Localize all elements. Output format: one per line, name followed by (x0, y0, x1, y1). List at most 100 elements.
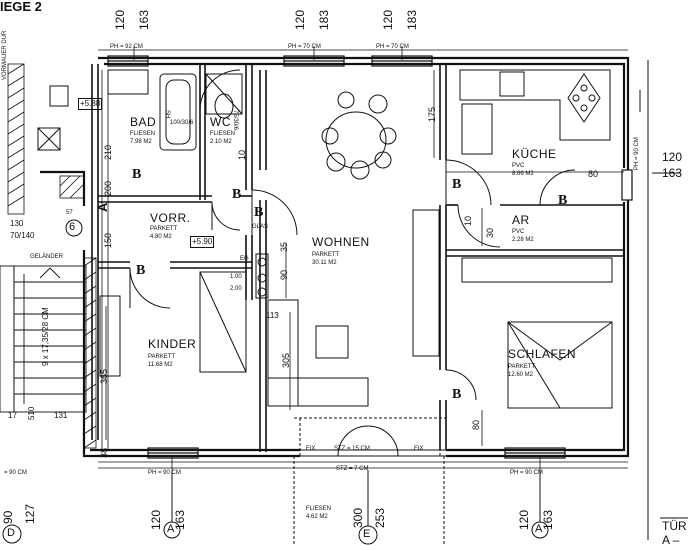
room-area: 7.98 M2 (130, 139, 152, 145)
sheet-edge (639, 60, 688, 540)
dim-top-120b: 120 (293, 9, 307, 30)
dim-bottom-163a: 163 (173, 509, 187, 530)
window-height-label: = 90 CM (4, 470, 27, 476)
room-floor: PVC (512, 229, 525, 235)
fix-label: FIX (306, 446, 316, 452)
door-symbol: B (558, 193, 568, 208)
dim-top-120c: 120 (381, 9, 395, 30)
dim-bottom-300: 300 (351, 507, 365, 528)
opening-dim: 57 (66, 210, 73, 216)
room-area: 30.11 M2 (312, 260, 337, 266)
dim-35: 35 (279, 241, 289, 252)
room-floor: PARKETT (150, 226, 178, 232)
room-area: 4.80 M2 (150, 234, 172, 240)
door-swings (129, 69, 576, 401)
tuer-label: TÜR (662, 519, 687, 533)
dim-bottom-90: 90 (1, 510, 15, 524)
dim-top-183c: 183 (405, 9, 419, 30)
dim-bottom-163b: 163 (541, 509, 555, 530)
dim-10: 10 (237, 149, 247, 160)
axis-marker-e: E (363, 528, 371, 540)
dim-2-00: 2.00 (230, 286, 242, 292)
terrace-floor: FLIESEN (306, 506, 332, 512)
dim-175: 175 (427, 106, 437, 122)
room-area: 8.66 M2 (512, 171, 534, 177)
window-height-label: PH = 92 CM (110, 44, 143, 50)
dim-top-183b: 183 (317, 9, 331, 30)
window-height-label: PH = 70 CM (376, 44, 409, 50)
shower-label: SH (164, 110, 170, 119)
drawing-title: IEGE 2 (0, 0, 42, 14)
room-name: KÜCHE (512, 147, 557, 161)
kinder-furniture (99, 271, 247, 377)
opening-dim: 130 (10, 219, 24, 228)
dim-30: 30 (485, 227, 495, 238)
kitchen-counter (459, 69, 611, 155)
bedroom-furniture (461, 257, 613, 409)
dim-365: 365 (99, 368, 109, 384)
dim-bottom-120b: 120 (517, 509, 531, 530)
bath-fixtures (37, 69, 243, 151)
level-marker: +5.88 (78, 98, 103, 110)
window-height-label: PH = 90 CM (148, 470, 181, 476)
room-area: 2.28 M2 (512, 237, 534, 243)
shower-dims: 100/30/6 (170, 120, 194, 126)
room-floor: PARKETT (148, 354, 176, 360)
wc-dims: 75/30/6 (232, 110, 238, 131)
room-name: AR (512, 213, 530, 227)
dim-top-163a: 163 (137, 9, 151, 30)
room-area: 2.10 M2 (210, 139, 232, 145)
room-name: SCHLAFEN (508, 347, 577, 361)
axis-marker-a: A (167, 523, 175, 535)
dim-bottom-127: 127 (23, 503, 37, 524)
dim-right-163: 163 (662, 166, 683, 180)
opening-dim: 70/140 (10, 231, 35, 240)
dim-80: 80 (588, 169, 599, 179)
dim-200: 200 (103, 180, 113, 196)
window-height-label: PH = 70 CM (288, 44, 321, 50)
dim-1-00: 1.00 (230, 274, 242, 280)
room-name: BAD (130, 115, 157, 129)
stz-label: STZ = 7 CM (336, 466, 369, 472)
dim-bottom-120a: 120 (149, 509, 163, 530)
room-name: KINDER (148, 337, 197, 351)
door-symbol: B (254, 205, 264, 220)
staircase (0, 265, 87, 413)
fix-label: FIX (414, 446, 424, 452)
hatched-walls (7, 63, 97, 449)
dim-131: 131 (54, 411, 68, 420)
level-marker: +5.90 (190, 236, 215, 248)
dim-17: 17 (8, 411, 17, 420)
window-height-label: PH = 90 CM (510, 470, 543, 476)
interior-walls (91, 64, 624, 452)
axis-marker-6: 6 (69, 221, 76, 233)
windows (107, 55, 633, 459)
dim-305: 305 (281, 352, 291, 368)
dim-113: 113 (266, 311, 279, 320)
gelaender-label: GELÄNDER (30, 254, 64, 260)
dim-38: 38 (99, 447, 109, 458)
room-floor: PARKETT (508, 364, 536, 370)
dim-90: 90 (279, 269, 289, 280)
dim-150: 150 (103, 232, 113, 248)
dim-510: 510 (27, 406, 36, 420)
room-name: WC (210, 115, 231, 129)
section-marker-a: A (95, 202, 110, 212)
a-dash-label: A – (662, 533, 680, 547)
room-area: 11.68 M2 (148, 362, 173, 368)
room-floor: PARKETT (312, 252, 340, 258)
door-symbol: B (452, 387, 462, 402)
dim-10: 10 (463, 215, 473, 226)
room-floor: PVC (512, 163, 525, 169)
stairs-label: 9 x 17,35/28 CM (41, 307, 50, 366)
room-name: VORR. (150, 211, 191, 225)
axis-markers (2, 172, 680, 545)
room-floor: FLIESEN (210, 131, 236, 137)
dim-80: 80 (471, 419, 481, 430)
room-area: 12.60 M2 (508, 372, 534, 378)
dimension-lines (98, 46, 628, 470)
vormauer-label: VORMAUER DUR (2, 30, 8, 80)
eg-label: EG (240, 256, 249, 262)
dim-bottom-253: 253 (373, 507, 387, 528)
